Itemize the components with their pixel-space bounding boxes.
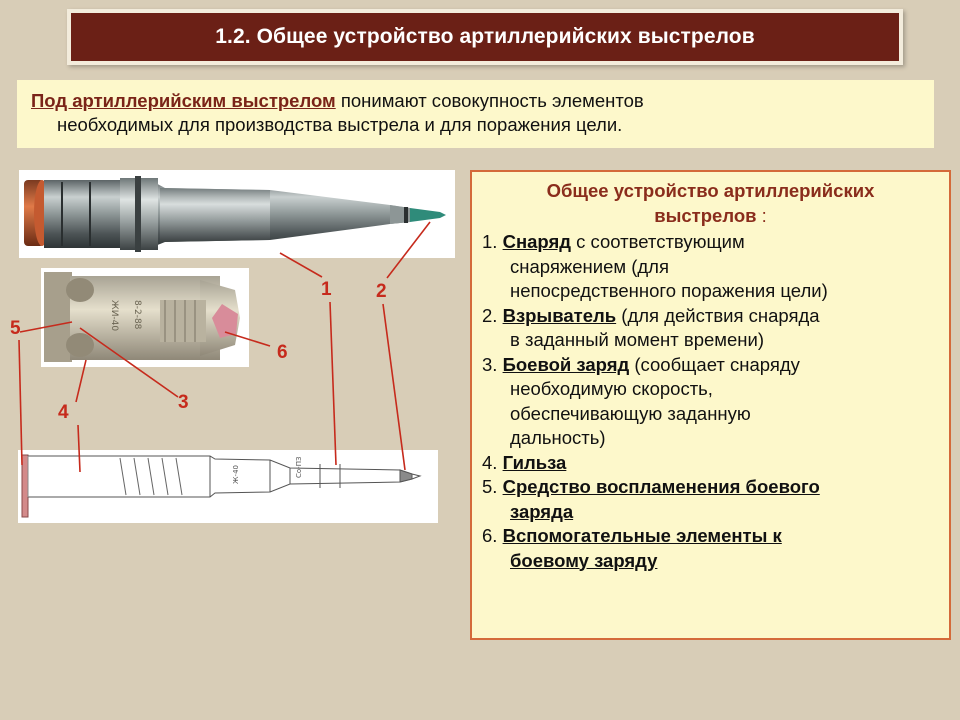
item-term-auxiliary: Вспомогательные элементы к	[502, 525, 782, 546]
item-number: 2.	[482, 304, 503, 326]
item-term-auxiliary-cont: боевому заряду	[510, 549, 658, 571]
item-text: необходимую скорость,	[510, 378, 713, 399]
item-number: 4.	[482, 451, 503, 473]
list-item-1: 1. Снаряд с соответствующим снаряжением …	[482, 230, 939, 304]
item-term-projectile: Снаряд	[502, 231, 571, 252]
definition-line2: необходимых для производства выстрела и …	[57, 114, 623, 135]
list-item-6: 6. Вспомогательные элементы к боевому за…	[482, 524, 939, 573]
drawing-mark-1: Со-ПЗ	[295, 456, 303, 478]
components-list-box: Общее устройство артиллерийских выстрело…	[470, 170, 951, 640]
list-item-2: 2. Взрыватель (для действия снаряда в за…	[482, 304, 939, 353]
svg-text:8-2-88: 8-2-88	[132, 300, 142, 330]
label-5: 5	[10, 318, 21, 339]
label-6: 6	[277, 342, 288, 363]
list-heading-line1: Общее устройство артиллерийских	[546, 180, 875, 201]
item-term-case: Гильза	[502, 451, 567, 473]
item-text: снаряжением (для	[510, 255, 669, 277]
definition-box: Под артиллерийским выстрелом понимают со…	[17, 80, 934, 148]
list-item-4: 4. Гильза	[482, 451, 939, 476]
title-bar: 1.2. Общее устройство артиллерийских выс…	[67, 9, 903, 65]
definition-line1: понимают совокупность элементов	[335, 90, 644, 111]
item-text: обеспечивающую заданную	[510, 402, 751, 424]
item-text: непосредственного поражения цели)	[510, 280, 828, 301]
label-2: 2	[376, 281, 387, 302]
leader-lines	[18, 221, 431, 473]
svg-text:ЖИ-40: ЖИ-40	[109, 300, 119, 331]
item-term-charge: Боевой заряд	[502, 353, 630, 375]
item-text: в заданный момент времени)	[510, 329, 764, 350]
item-number: 5.	[482, 476, 503, 497]
drawing-mark-2: Ж-40	[232, 465, 240, 484]
item-number: 6.	[482, 525, 503, 546]
list-heading-line2: выстрелов	[654, 205, 757, 226]
item-text: дальность)	[510, 427, 606, 448]
item-term-fuze: Взрыватель	[502, 304, 617, 326]
list-heading-colon: :	[756, 205, 767, 226]
slide-title: 1.2. Общее устройство артиллерийских выс…	[215, 25, 755, 48]
list-item-5: 5. Средство воспламенения боевого заряда	[482, 475, 939, 524]
item-text: (для действия снаряда	[616, 304, 820, 326]
definition-term: Под артиллерийским выстрелом	[31, 90, 336, 111]
label-4: 4	[58, 402, 69, 423]
list-heading: Общее устройство артиллерийских выстрело…	[482, 178, 939, 228]
cartridge-drawing	[21, 454, 422, 518]
charge-photo: ЖИ-40 8-2-88	[44, 272, 240, 362]
list-item-3: 3. Боевой заряд (сообщает снаряду необхо…	[482, 353, 939, 451]
drawing-bg	[18, 450, 438, 523]
item-text: (сообщает снаряду	[629, 353, 800, 375]
label-1: 1	[321, 279, 332, 300]
item-number: 1.	[482, 231, 503, 252]
item-term-igniter-cont: заряда	[510, 500, 574, 522]
item-term-igniter: Средство воспламенения боевого	[502, 476, 820, 497]
item-number: 3.	[482, 353, 503, 375]
projectile-photo	[24, 176, 446, 252]
label-3: 3	[178, 392, 189, 413]
item-text: с соответствующим	[571, 231, 745, 252]
